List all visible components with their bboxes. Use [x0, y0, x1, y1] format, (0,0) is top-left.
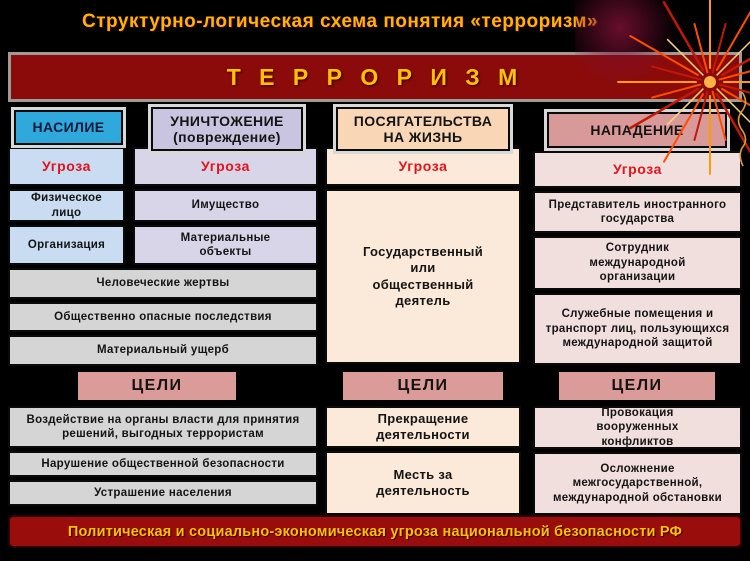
threat-box-violence: Угроза [8, 147, 125, 186]
cell-foreign-state-representative: Представитель иностранного государства [533, 191, 742, 233]
cell-state-figure-label: Государственный или общественный деятель [363, 244, 483, 308]
terrorism-banner: Т Е Р Р О Р И З М [8, 52, 742, 102]
header-attempt-on-life: ПОСЯГАТЕЛЬСТВА НА ЖИЗНЬ [336, 107, 510, 151]
cell-revenge-for-activity: Месть за деятельность [325, 451, 521, 515]
cell-complication-of-relations: Осложнение межгосударственной, междунаро… [533, 452, 742, 515]
header-destruction-line1: УНИЧТОЖЕНИЕ [170, 112, 284, 129]
cell-individual: Физическое лицо [8, 189, 125, 222]
goals-box-1: ЦЕЛИ [75, 369, 239, 403]
cell-influence-authorities: Воздействие на органы власти для приняти… [8, 406, 318, 448]
threat-box-attempt: Угроза [325, 147, 521, 186]
header-attack: НАПАДЕНИЕ [547, 112, 727, 148]
cell-international-organization-employee: Сотрудник международной организации [533, 236, 742, 290]
header-attack-label: НАПАДЕНИЕ [590, 121, 684, 138]
cell-individual-label: Физическое лицо [30, 192, 102, 219]
cell-public-security-violation: Нарушение общественной безопасности [8, 451, 318, 477]
cell-material-damage: Материальный ущерб [8, 335, 318, 366]
cell-complication-label: Осложнение межгосударственной, междунаро… [553, 462, 722, 504]
cell-protected-premises-transport: Служебные помещения и транспорт лиц, пол… [533, 293, 742, 365]
header-attempt-line2: НА ЖИЗНЬ [383, 129, 463, 145]
threat-box-destruction: Угроза [133, 147, 318, 186]
header-destruction-line2: (повреждение) [173, 129, 281, 145]
cell-provocation-label: Провокация вооруженных конфликтов [596, 406, 679, 448]
goals-box-2: ЦЕЛИ [340, 369, 506, 403]
bottom-conclusion-banner: Политическая и социально-экономическая у… [8, 515, 742, 548]
cell-property: Имущество [133, 189, 318, 222]
header-attempt-line1: ПОСЯГАТЕЛЬСТВА [353, 112, 493, 129]
cell-cessation-of-activity: Прекращение деятельности [325, 406, 521, 448]
header-destruction: УНИЧТОЖЕНИЕ (повреждение) [151, 107, 303, 151]
cell-revenge-label: Месть за деятельность [376, 466, 470, 498]
goals-box-3: ЦЕЛИ [556, 369, 718, 403]
cell-human-casualties: Человеческие жертвы [8, 268, 318, 299]
slide-title: Структурно-логическая схема понятия «тер… [82, 11, 598, 32]
header-violence-label: НАСИЛИЕ [32, 119, 105, 136]
cell-provoking-armed-conflicts: Провокация вооруженных конфликтов [533, 406, 742, 449]
cell-premises-label: Служебные помещения и транспорт лиц, пол… [545, 308, 730, 350]
bottom-conclusion-label: Политическая и социально-экономическая у… [67, 523, 683, 540]
cell-intimidation-of-population: Устрашение населения [8, 480, 318, 506]
header-violence: НАСИЛИЕ [14, 110, 123, 145]
cell-organization: Организация [8, 225, 125, 265]
cell-material-objects: Материальные объекты [133, 225, 318, 265]
cell-socially-dangerous-consequences: Общественно опасные последствия [8, 302, 318, 332]
cell-intl-employee-label: Сотрудник международной организации [589, 242, 686, 284]
terrorism-banner-label: Т Е Р Р О Р И З М [226, 63, 524, 90]
cell-foreign-representative-label: Представитель иностранного государства [548, 198, 727, 225]
cell-state-or-public-figure: Государственный или общественный деятель [325, 189, 521, 364]
threat-box-attack: Угроза [533, 151, 742, 188]
cell-material-objects-label: Материальные объекты [180, 231, 271, 258]
